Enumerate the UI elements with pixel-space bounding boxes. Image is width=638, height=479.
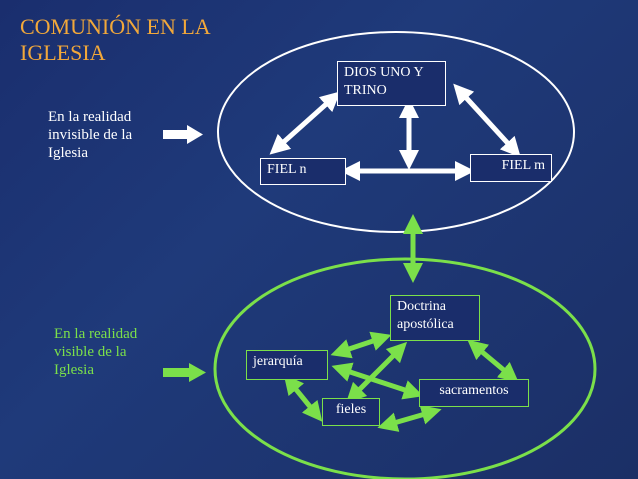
- green-block-arrow: [163, 363, 206, 382]
- white-block-arrow: [163, 125, 203, 144]
- arrow-dios-fieln: [269, 91, 341, 155]
- node-doctrina-apostolica: Doctrina apostólica: [390, 295, 480, 341]
- arrow-doctrina-sacramentos: [467, 339, 519, 383]
- node-fiel-m: FIEL m: [470, 154, 552, 182]
- node-jerarquia: jerarquía: [246, 350, 328, 380]
- invisible-ellipse: [217, 31, 575, 233]
- page-title: COMUNIÓN EN LA IGLESIA: [20, 14, 210, 65]
- arrow-fieles-sacramentos: [377, 405, 442, 432]
- arrow-jerarquia-doctrina: [330, 331, 392, 359]
- arrow-dios-fielm: [453, 83, 521, 158]
- arrow-jerarquia-fieles: [283, 374, 323, 422]
- node-fieles: fieles: [322, 398, 380, 426]
- visible-reality-label: En la realidad visible de la Iglesia: [54, 326, 138, 378]
- arrow-doctrina-fieles: [345, 341, 408, 404]
- invisible-reality-label: En la realidad invisible de la Iglesia: [48, 109, 133, 161]
- node-dios-uno-y-trino: DIOS UNO Y TRINO: [337, 61, 446, 106]
- node-sacramentos: sacramentos: [419, 379, 529, 407]
- node-fiel-n: FIEL n: [260, 158, 346, 185]
